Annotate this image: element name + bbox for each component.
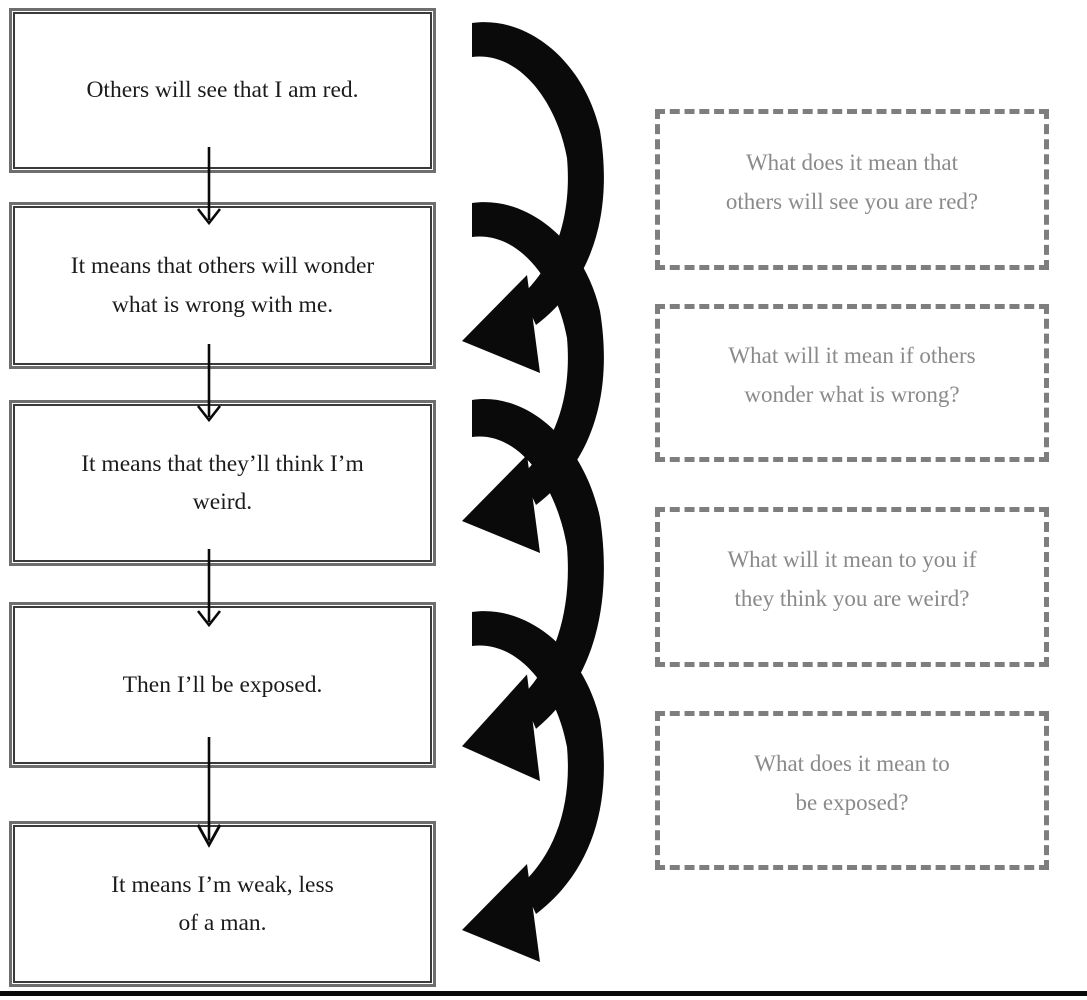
- statement-box-4: Then I’ll be exposed.: [9, 602, 436, 768]
- statement-box-4-inner-border: Then I’ll be exposed.: [13, 606, 432, 764]
- statement-4-text: Then I’ll be exposed.: [122, 671, 323, 698]
- curved-arrow-4: [462, 611, 604, 962]
- bottom-border-rule: [0, 991, 1087, 996]
- statement-box-5-inner-border: It means I’m weak, less of a man.: [13, 825, 432, 983]
- question-box-2: What will it mean if others wonder what …: [655, 304, 1049, 462]
- statement-box-5: It means I’m weak, less of a man.: [9, 821, 436, 987]
- statement-5-text: It means I’m weak, less of a man.: [111, 871, 334, 936]
- statement-box-1-inner-border: Others will see that I am red.: [13, 12, 432, 169]
- statement-2-text: It means that others will wonder what is…: [70, 253, 375, 318]
- question-1-text: What does it mean that others will see y…: [725, 149, 979, 214]
- statement-3-text: It means that they’ll think I’m weird.: [81, 450, 364, 515]
- question-box-3: What will it mean to you if they think y…: [655, 507, 1049, 667]
- curved-arrow-3: [462, 399, 604, 782]
- statement-box-3-inner-border: It means that they’ll think I’m weird.: [13, 404, 432, 562]
- statement-box-2: It means that others will wonder what is…: [9, 202, 436, 369]
- question-3-text: What will it mean to you if they think y…: [727, 547, 977, 611]
- curved-arrow-2: [462, 202, 604, 554]
- statement-box-3: It means that they’ll think I’m weird.: [9, 400, 436, 566]
- statement-1-text: Others will see that I am red.: [86, 77, 359, 104]
- question-box-4: What does it mean to be exposed?: [655, 711, 1049, 870]
- curved-arrow-1: [462, 22, 604, 374]
- statement-box-1: Others will see that I am red.: [9, 8, 436, 173]
- statement-box-2-inner-border: It means that others will wonder what is…: [13, 206, 432, 365]
- question-4-text: What does it mean to be exposed?: [754, 750, 950, 815]
- question-box-1: What does it mean that others will see y…: [655, 109, 1049, 270]
- question-2-text: What will it mean if others wonder what …: [728, 343, 976, 407]
